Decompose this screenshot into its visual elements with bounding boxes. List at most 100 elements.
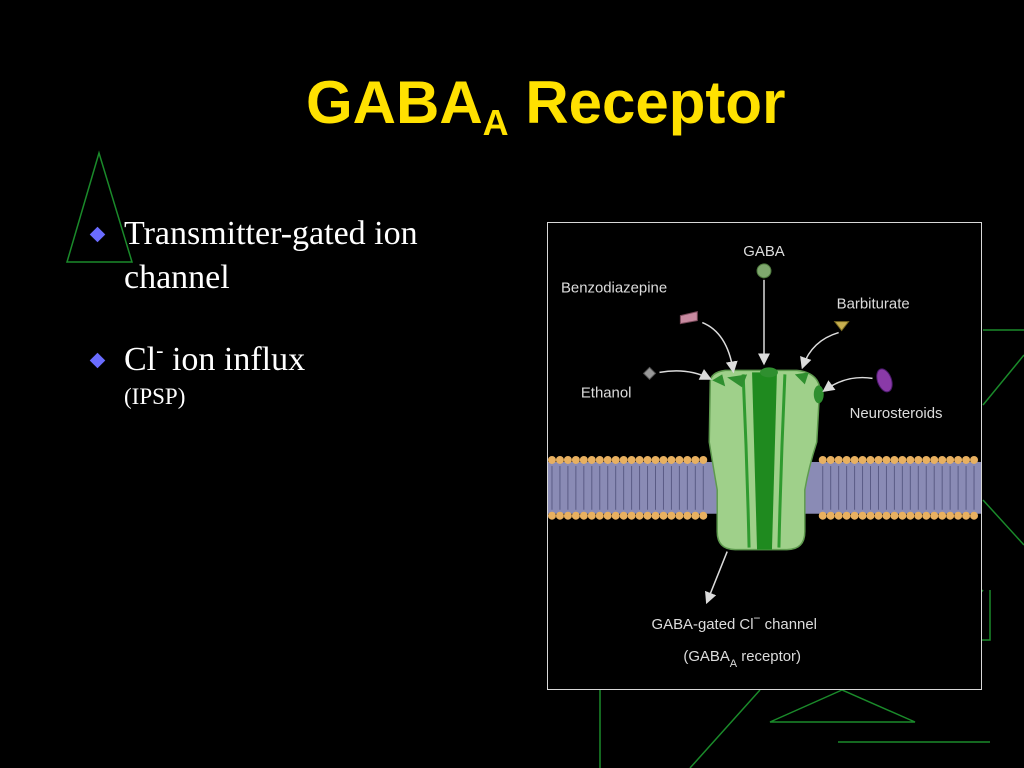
decor-line-bottom-mid — [689, 689, 761, 768]
lipid-head — [635, 456, 644, 464]
bullet-text-after: ion influx — [163, 341, 306, 378]
lipid-head — [635, 511, 644, 520]
binding-arrows — [659, 279, 873, 605]
decor-line-right-mid — [982, 354, 1024, 406]
barbiturate-molecule-icon — [833, 321, 850, 332]
lipid-head — [683, 456, 692, 464]
lipid-head — [930, 511, 939, 520]
lipid-head — [651, 511, 660, 520]
lipid-head — [683, 511, 692, 520]
lipid-head — [970, 511, 979, 520]
lipid-head — [962, 456, 971, 464]
lipid-head — [548, 456, 556, 464]
decor-triangle-left — [65, 150, 134, 263]
caption-line-2: (GABAA receptor) — [683, 648, 801, 670]
gaba-receptor-figure: GABA Benzodiazepine Barbiturate Ethanol … — [547, 222, 982, 690]
lipid-head — [842, 456, 851, 464]
lipid-heads-bottom — [548, 511, 979, 520]
lipid-head — [659, 511, 668, 520]
title-main: GABA — [306, 69, 483, 136]
lipid-head — [563, 456, 572, 464]
lipid-head — [563, 511, 572, 520]
title-rest: Receptor — [525, 69, 786, 136]
lipid-head — [603, 456, 612, 464]
caption-line-1: GABA-gated Cl− channel — [652, 611, 817, 633]
label-benzodiazepine: Benzodiazepine — [561, 280, 667, 297]
lipid-head — [619, 456, 628, 464]
lipid-head — [818, 511, 827, 520]
bullet-subtext: (IPSP) — [124, 384, 186, 409]
benzodiazepine-site-icon — [727, 374, 748, 388]
bullet-item: Cl- ion influx (IPSP) — [88, 338, 488, 412]
bullet-item: Transmitter-gated ion channel — [88, 212, 488, 300]
lipid-head — [834, 511, 843, 520]
lipid-head — [946, 511, 955, 520]
lipid-head — [930, 456, 939, 464]
lipid-head — [595, 456, 604, 464]
lipid-head — [882, 456, 891, 464]
lipid-head — [579, 511, 588, 520]
bullet-text: Transmitter-gated ion channel — [124, 215, 418, 296]
membrane-stripes — [551, 465, 975, 510]
lipid-head — [922, 511, 931, 520]
gaba-molecule-icon — [756, 263, 772, 279]
neurosteroid-molecule-icon — [876, 368, 893, 393]
label-gaba: GABA — [743, 243, 785, 260]
label-neurosteroids: Neurosteroids — [850, 405, 943, 422]
title-subscript: A — [482, 102, 509, 143]
lipid-head — [890, 456, 899, 464]
lipid-head — [619, 511, 628, 520]
bullet-list: Transmitter-gated ion channel Cl- ion in… — [88, 212, 488, 450]
receptor-diagram: GABA Benzodiazepine Barbiturate Ethanol … — [548, 243, 981, 670]
lipid-head — [643, 456, 652, 464]
diamond-bullet-icon — [89, 226, 106, 243]
lipid-head — [826, 456, 835, 464]
lipid-head — [938, 511, 947, 520]
lipid-head — [850, 456, 859, 464]
lipid-head — [667, 511, 676, 520]
lipid-head — [866, 456, 875, 464]
lipid-head — [962, 511, 971, 520]
lipid-head — [938, 456, 947, 464]
lipid-head — [691, 456, 700, 464]
lipid-head — [834, 456, 843, 464]
lipid-head — [954, 456, 963, 464]
ethanol-molecule-icon — [642, 366, 657, 381]
lipid-head — [659, 456, 668, 464]
gaba-site-icon — [760, 367, 778, 378]
lipid-head — [914, 511, 923, 520]
lipid-head — [548, 511, 556, 520]
decor-triangle-bottom — [769, 689, 916, 723]
lipid-head — [850, 511, 859, 520]
lipid-head — [579, 456, 588, 464]
lipid-head — [874, 511, 883, 520]
lipid-head — [587, 456, 596, 464]
lipid-head — [890, 511, 899, 520]
barbiturate-site-icon — [794, 372, 809, 385]
lipid-head — [898, 511, 907, 520]
lipid-head — [882, 511, 891, 520]
lipid-head — [595, 511, 604, 520]
lipid-head — [627, 456, 636, 464]
lipid-head — [675, 511, 684, 520]
label-barbiturate: Barbiturate — [837, 296, 910, 313]
lipid-head — [571, 511, 580, 520]
lipid-head — [627, 511, 636, 520]
lipid-head — [954, 511, 963, 520]
lipid-head — [691, 511, 700, 520]
lipid-head — [906, 511, 915, 520]
ethanol-site-icon — [712, 374, 726, 387]
lipid-head — [818, 456, 827, 464]
slide-title: GABAA Receptor — [306, 68, 786, 141]
receptor-pore — [752, 372, 777, 550]
decor-line-right-lower — [982, 499, 1024, 546]
lipid-head — [587, 511, 596, 520]
neurosteroid-site-icon — [813, 385, 824, 404]
lipid-head — [699, 456, 708, 464]
lipid-head — [946, 456, 955, 464]
lipid-head — [603, 511, 612, 520]
lipid-head — [874, 456, 883, 464]
label-ethanol: Ethanol — [581, 384, 632, 401]
lipid-head — [611, 456, 620, 464]
lipid-head — [914, 456, 923, 464]
